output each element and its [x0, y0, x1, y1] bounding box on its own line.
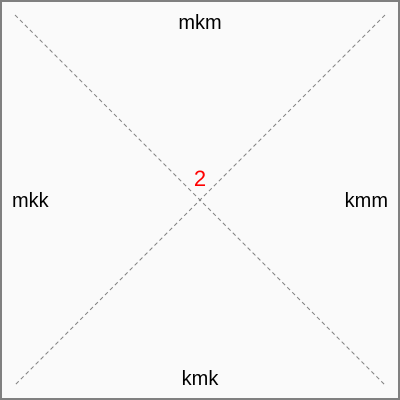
left-label: mkk — [12, 190, 49, 212]
diagonal-line-top-right-to-bottom-left — [14, 14, 386, 386]
bottom-label: kmk — [181, 368, 219, 390]
right-label: kmm — [344, 190, 388, 212]
top-label: mkm — [178, 12, 222, 34]
center-value: 2 — [193, 166, 207, 191]
